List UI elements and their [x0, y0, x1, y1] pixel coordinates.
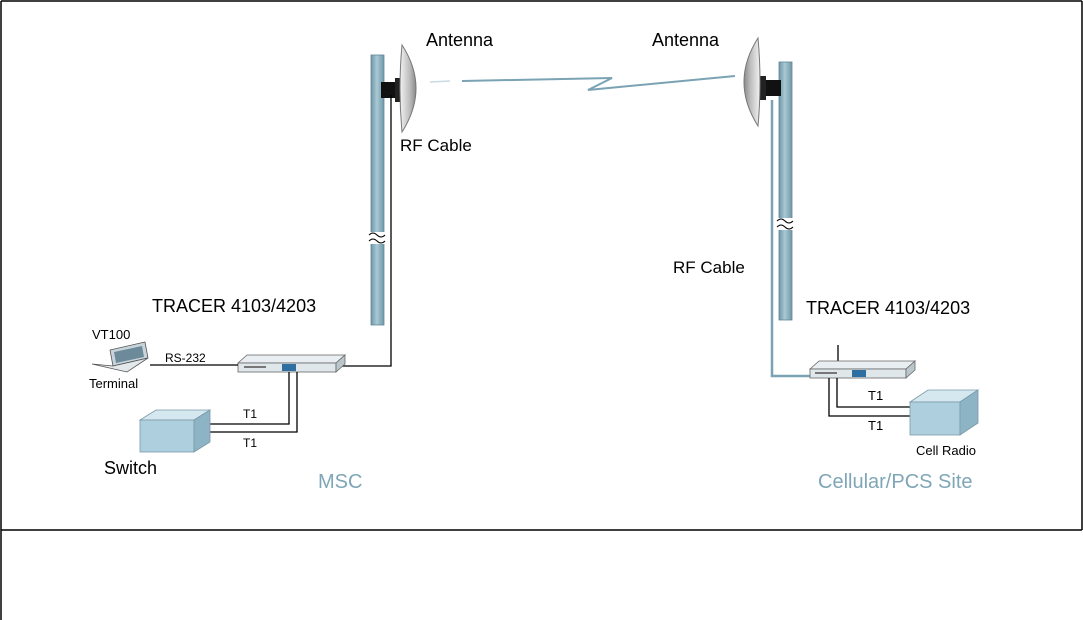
right-tracer-unit: [808, 345, 917, 379]
left-tracer-label: TRACER 4103/4203: [152, 296, 317, 316]
terminal-model-label: VT100: [92, 327, 131, 342]
left-tracer-unit: [236, 354, 347, 373]
right-t1-top-label: T1: [868, 388, 884, 403]
terminal-label: Terminal: [89, 376, 139, 391]
right-antenna-label: Antenna: [652, 30, 720, 50]
left-t1-bottom-label: T1: [243, 436, 258, 450]
right-t1-bottom-label: T1: [868, 418, 884, 433]
rs232-label: RS-232: [165, 351, 206, 365]
radio-link: [429, 75, 736, 91]
cell-radio-icon: [908, 389, 980, 436]
cell-radio-label: Cell Radio: [916, 443, 976, 458]
right-tower-pole: [776, 61, 795, 321]
right-t1-lines: [828, 378, 910, 417]
vt100-terminal-icon: [91, 341, 149, 373]
right-rf-cable-label: RF Cable: [673, 258, 745, 277]
left-rf-cable-label: RF Cable: [400, 136, 472, 155]
left-antenna-dish: [381, 43, 417, 134]
left-antenna-label: Antenna: [426, 30, 494, 50]
left-rf-cable: [342, 95, 392, 367]
cellular-site-label: Cellular/PCS Site: [818, 471, 973, 493]
right-tracer-label: TRACER 4103/4203: [806, 298, 971, 318]
switch-icon: [138, 409, 212, 453]
right-rf-cable: [770, 100, 810, 378]
left-t1-top-label: T1: [243, 407, 258, 421]
left-tower-pole: [368, 54, 387, 326]
switch-label: Switch: [104, 458, 158, 478]
left-t1-lines: [208, 372, 298, 433]
right-antenna-dish: [743, 36, 781, 128]
msc-site-label: MSC: [318, 471, 363, 493]
